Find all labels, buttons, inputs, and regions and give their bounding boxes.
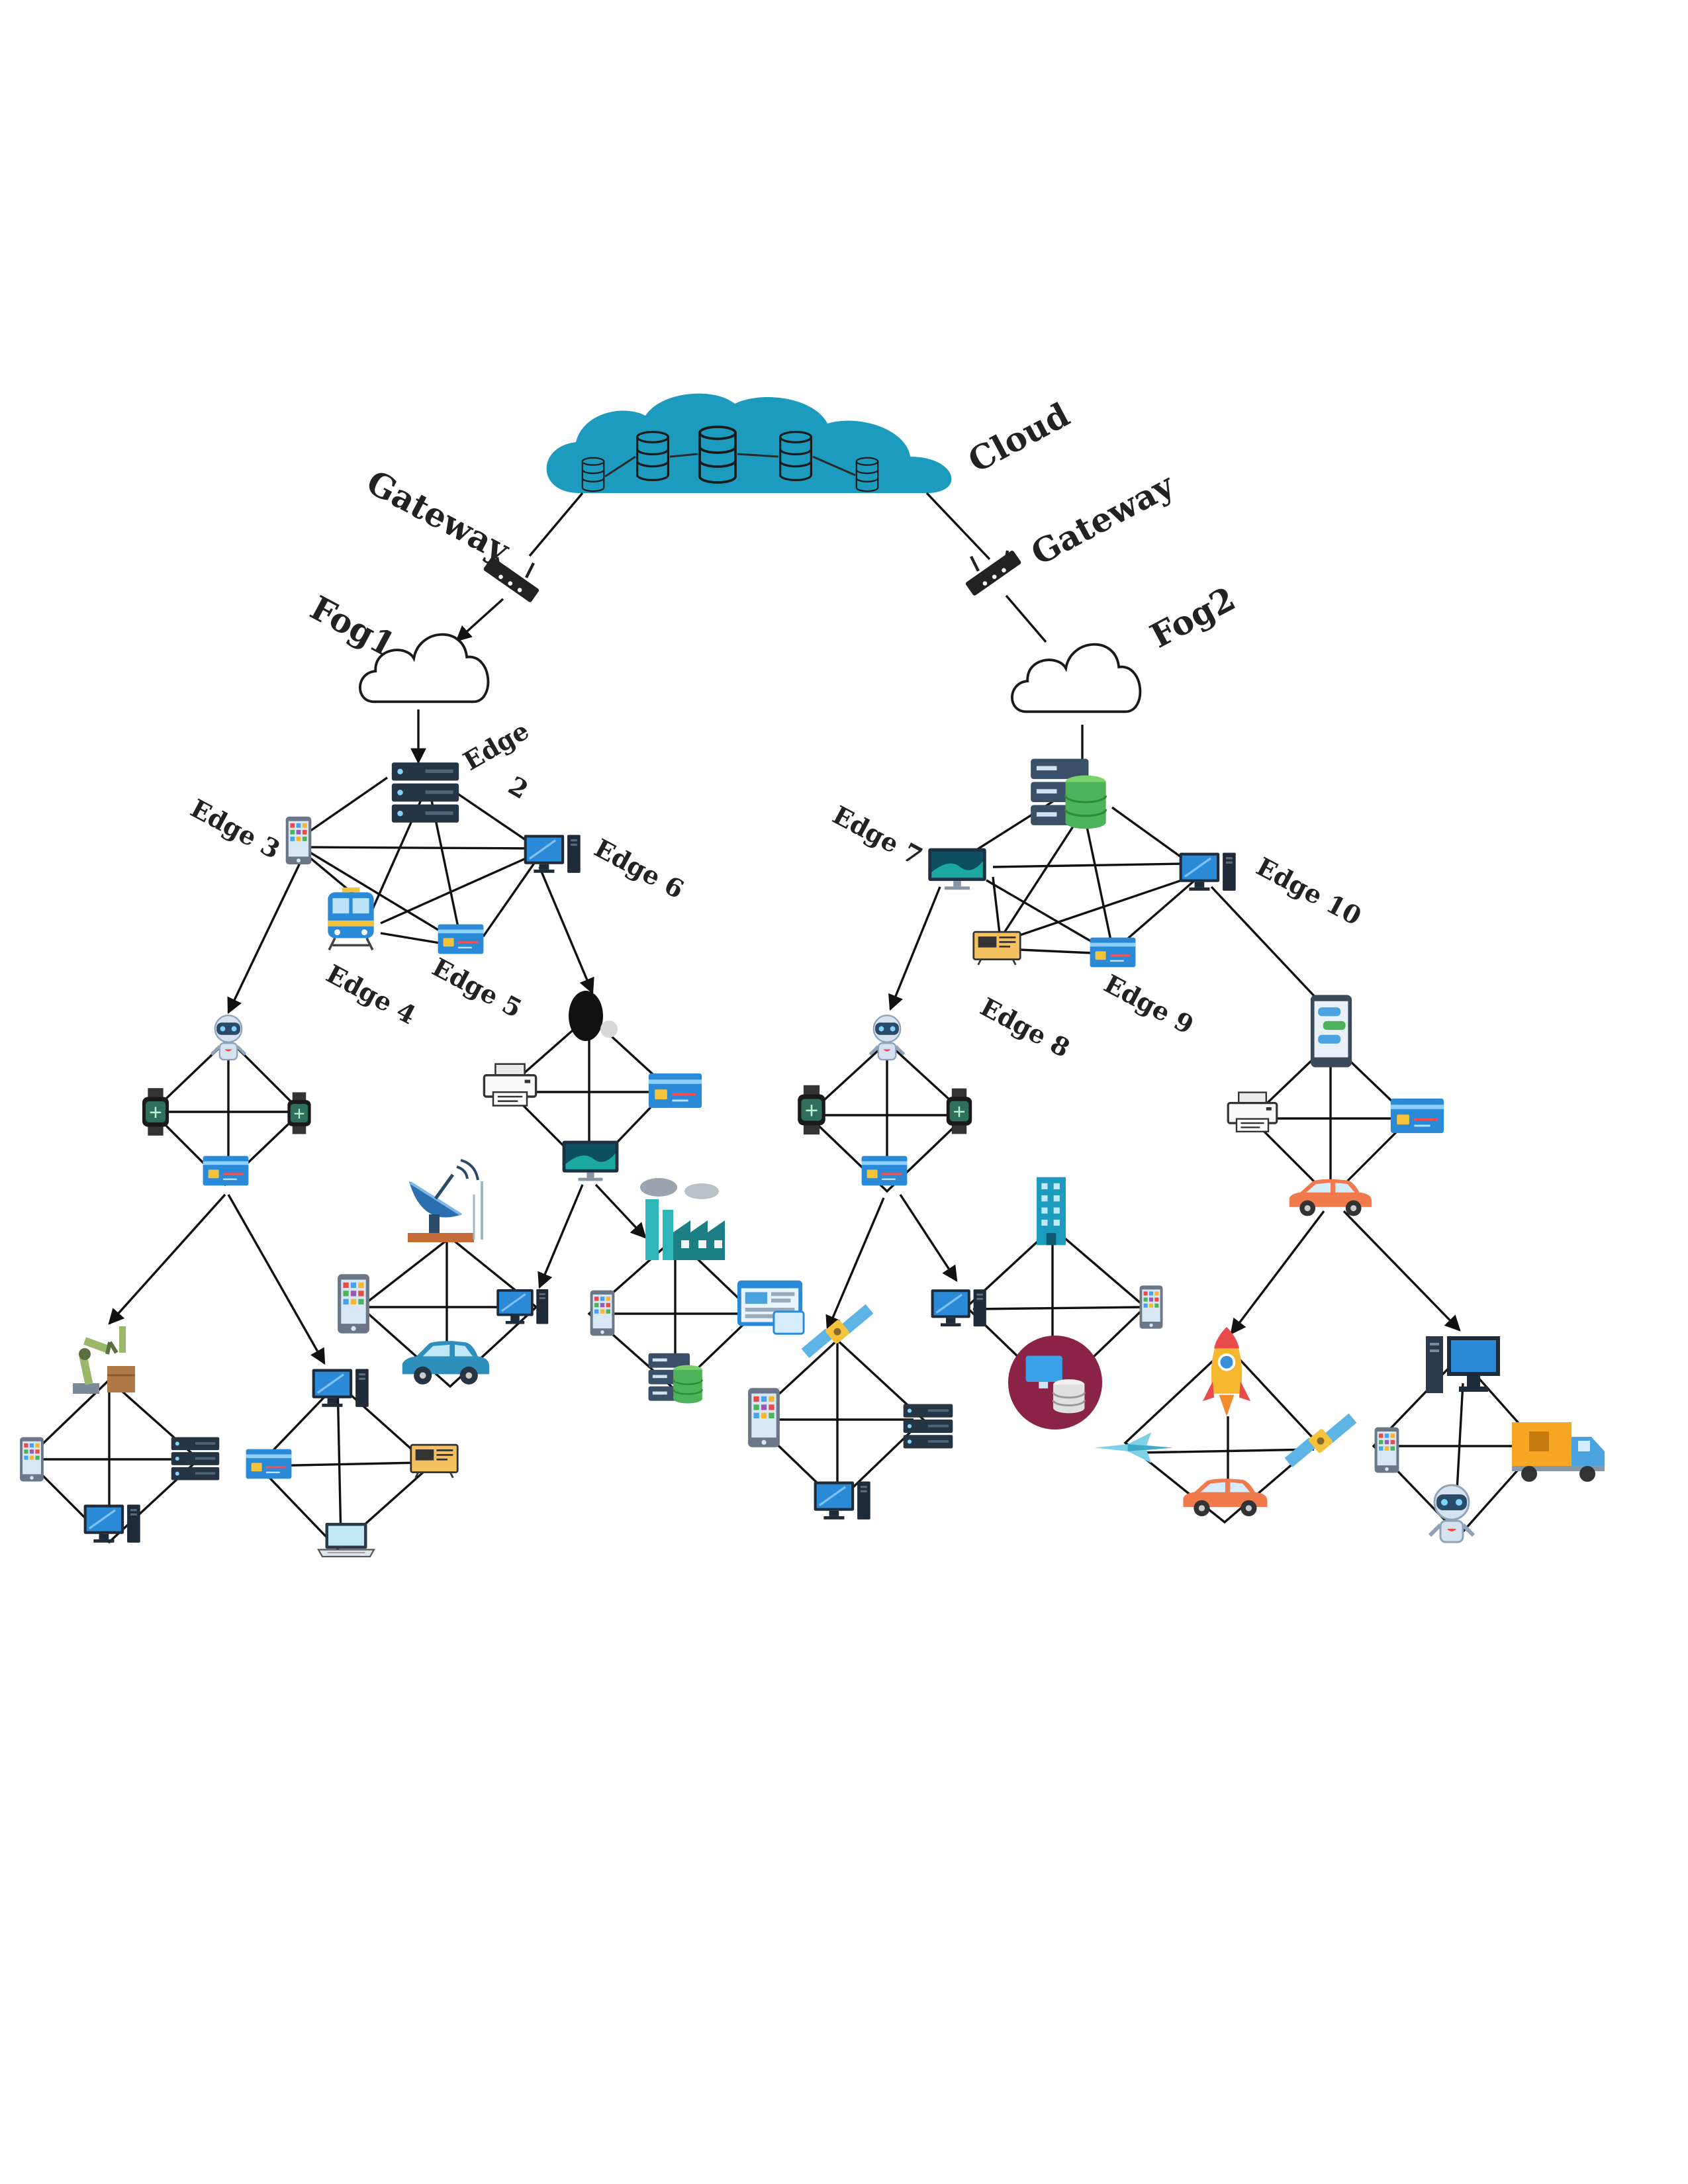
cluster-assistant-robot <box>796 1015 973 1332</box>
edge4-label: Edge 4 <box>322 958 421 1030</box>
edge5-label: Edge 5 <box>428 952 527 1023</box>
server-rack-icon <box>903 1404 953 1449</box>
smartphone-icon <box>285 816 312 865</box>
cluster-robot <box>108 1015 326 1365</box>
edge3-label: Edge 3 <box>186 793 285 864</box>
car-icon <box>1289 1179 1372 1216</box>
web-dashboard-icon <box>736 1279 805 1335</box>
robot-icon <box>1430 1485 1474 1542</box>
database-server-icon <box>647 1352 704 1404</box>
satellite-icon <box>1284 1413 1357 1468</box>
printer-icon <box>1227 1091 1278 1133</box>
cluster-satellite <box>748 1304 953 1521</box>
rocket-icon <box>1201 1326 1252 1418</box>
smart-speaker-icon <box>569 991 603 1041</box>
car-icon <box>1183 1479 1268 1516</box>
gateway-left-label: Gateway <box>360 463 516 570</box>
database-monitor-icon <box>1007 1334 1103 1431</box>
card-reader-icon <box>437 923 485 955</box>
laptop-icon <box>317 1522 375 1558</box>
cloud-shape <box>546 393 952 493</box>
router-icon <box>965 550 1022 596</box>
smartwatch-icon <box>141 1087 170 1137</box>
robot-icon <box>211 1015 245 1060</box>
drone-icon <box>1094 1432 1173 1463</box>
card-reader-icon <box>1389 1097 1446 1134</box>
server-rack-icon <box>391 762 459 823</box>
cluster-rocket <box>1094 1326 1357 1524</box>
edge2-label-b: 2 <box>504 770 534 805</box>
cluster-tower <box>483 991 703 1289</box>
desktop-computer-icon <box>83 1503 142 1544</box>
right-edge-cluster-links <box>888 796 1319 1011</box>
satellite-dish-icon <box>408 1160 482 1242</box>
card-reader-icon <box>861 1155 908 1187</box>
router-icon <box>483 557 539 603</box>
factory-icon <box>640 1178 725 1260</box>
card-reader-icon <box>202 1155 250 1187</box>
speaker-badge-icon <box>600 1021 618 1038</box>
monitor-icon <box>928 848 986 890</box>
edge7-label: Edge 7 <box>828 799 927 871</box>
smartphone-icon <box>590 1290 615 1336</box>
server-rack-icon <box>171 1437 220 1480</box>
smartphone-icon <box>1374 1427 1399 1473</box>
atm-icon <box>410 1443 459 1479</box>
cluster-satellite-dish <box>338 1160 549 1388</box>
card-reader-icon <box>647 1072 703 1109</box>
edge2-label-a: Edge <box>458 715 534 776</box>
cluster-robotic-arm <box>20 1326 220 1544</box>
gateway-right-label: Gateway <box>1025 465 1181 572</box>
atm-icon <box>972 931 1021 966</box>
smartphone-icon <box>1310 995 1352 1068</box>
edge9-label: Edge 9 <box>1100 968 1199 1040</box>
car-icon <box>402 1341 490 1385</box>
smartphone-icon <box>338 1274 369 1334</box>
cluster-truck <box>1372 1336 1605 1542</box>
cloud-label: Cloud <box>962 395 1076 480</box>
edge8-label: Edge 8 <box>976 991 1075 1063</box>
database-server-icon <box>1029 757 1107 831</box>
card-reader-icon <box>245 1448 293 1480</box>
building-icon <box>1037 1177 1066 1246</box>
cluster-laptop <box>245 1367 459 1558</box>
desktop-computer-icon <box>813 1480 872 1521</box>
cluster-building <box>930 1177 1163 1431</box>
card-reader-icon <box>1089 936 1137 968</box>
smartphone-icon <box>1139 1285 1163 1329</box>
fog-cloud-icon <box>1010 643 1142 713</box>
smartwatch-icon <box>287 1091 312 1135</box>
smartphone-icon <box>20 1437 44 1482</box>
train-icon <box>326 887 375 952</box>
edge10-label: Edge 10 <box>1252 851 1366 931</box>
cluster-factory <box>587 1178 805 1404</box>
cloud-node <box>546 393 952 493</box>
smartwatch-icon <box>945 1087 973 1135</box>
edge6-label: Edge 6 <box>590 833 689 904</box>
fog2-label: Fog2 <box>1144 579 1242 656</box>
truck-icon <box>1512 1422 1605 1482</box>
cluster-chat-phone <box>1227 995 1461 1335</box>
monitor-icon <box>562 1140 619 1181</box>
desktop-computer-icon <box>930 1288 988 1328</box>
smartphone-icon <box>748 1388 780 1447</box>
